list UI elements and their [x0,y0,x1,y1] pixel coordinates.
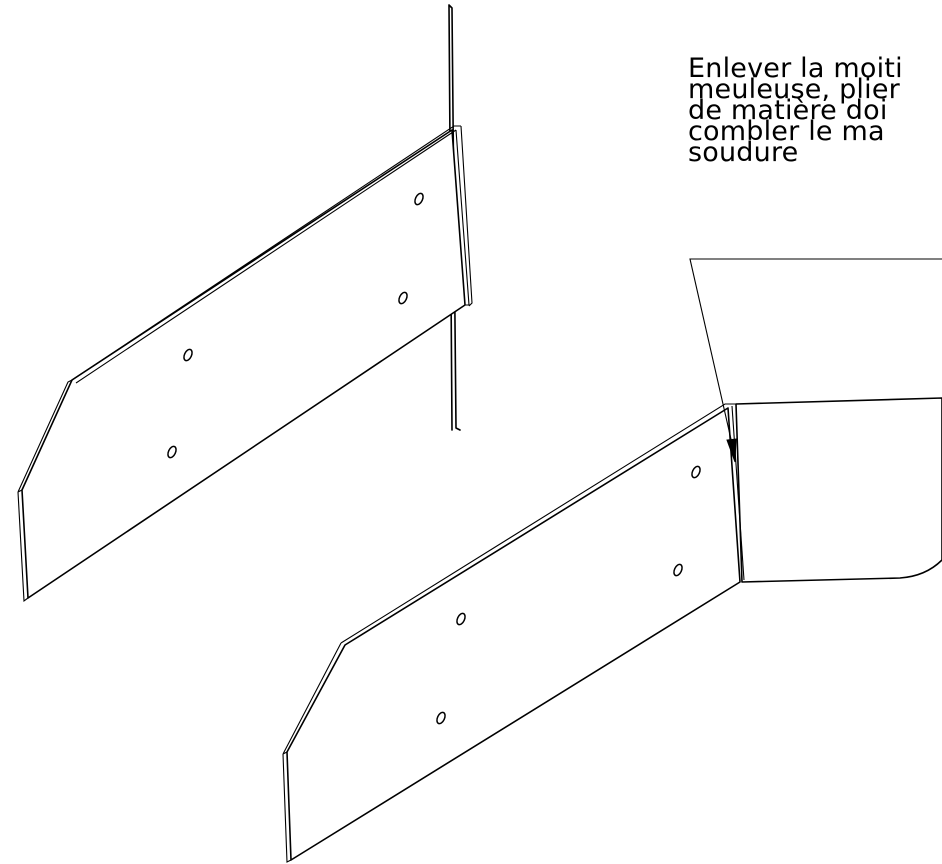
upper-hole-1 [414,192,424,206]
annotation-line-4: combler le ma [688,116,885,147]
upper-hole-4 [167,445,177,459]
lower-hole-3 [456,612,466,626]
lower-plate-top-edge [340,403,736,644]
upper-plate-left-edge [17,379,73,603]
leader-arrowhead [726,438,737,463]
upper-plate-right-edge [455,125,473,307]
annotation-note: Enlever la moiti meuleuse, plier de mati… [688,53,942,168]
upper-plate-face [21,129,466,599]
lower-plate-face [286,407,741,861]
annotation-line-1: Enlever la moiti [688,53,903,84]
annotation-line-3: de matière doi [688,95,888,126]
leader-line [689,258,942,449]
annotation-line-5: soudure [688,137,799,168]
lower-bent-face [735,397,942,583]
lower-plate-fold-line [731,405,745,581]
annotation-leader [689,258,942,463]
upper-hole-3 [183,348,193,362]
annotation-line-2: meuleuse, plier [688,74,900,105]
lower-plate-left-edge [282,642,342,863]
upper-plate-top-edge [71,125,461,384]
lower-bracket [282,397,942,863]
upper-bracket [17,4,473,603]
lower-hole-1 [691,465,701,479]
lower-hole-4 [436,711,446,725]
upper-hole-2 [398,291,408,305]
lower-hole-2 [673,563,683,577]
